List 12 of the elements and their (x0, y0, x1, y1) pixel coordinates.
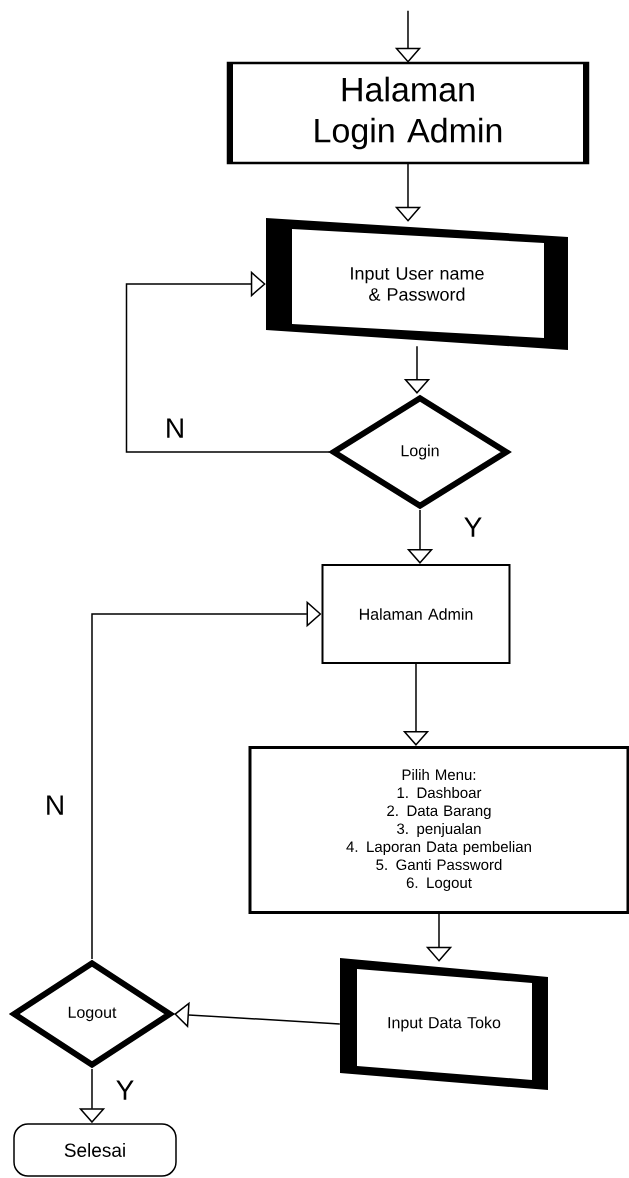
arrow (91, 600, 322, 960)
edge-label: N (163, 417, 187, 439)
edge-label: Y (462, 516, 484, 538)
edge-label: N (43, 794, 67, 816)
process-box: Halaman Login Admin (226, 61, 590, 165)
terminal-box: Selesai (13, 1123, 177, 1177)
edge-label: Y (114, 1079, 136, 1101)
manual-input-box: Input User name & Password (266, 218, 568, 350)
process-box: Pilih Menu: 1. Dashboar 2. Data Barang 3. penjualan 4. Laporan Data pembelian 5. Ganti Password 6. Logout (248, 746, 629, 914)
process-box: Halaman Admin (321, 564, 511, 664)
arrow (125, 270, 331, 453)
manual-input-box: Input Data Toko (340, 958, 548, 1090)
